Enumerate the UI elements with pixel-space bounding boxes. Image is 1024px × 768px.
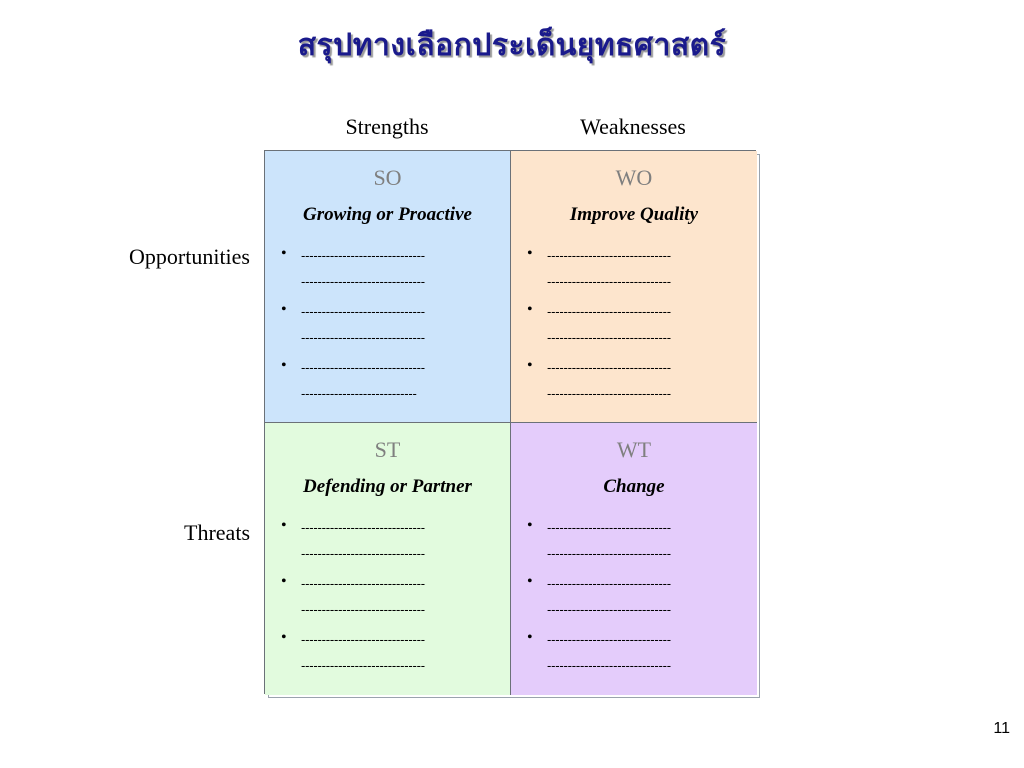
list-item: • ------------------------------ ---------… [265, 571, 510, 623]
placeholder-line: ------------------------------ [547, 248, 671, 263]
column-header-weaknesses: Weaknesses [580, 114, 686, 139]
list-item: • ------------------------------ ---------… [511, 515, 757, 567]
placeholder-line: ------------------------------ [547, 602, 671, 617]
bullet-list: • ------------------------------ ---------… [511, 515, 757, 679]
column-header-strengths: Strengths [345, 114, 429, 139]
bullet-icon: • [527, 245, 533, 262]
placeholder-line: ------------------------------ [547, 658, 671, 673]
bullet-icon: • [527, 573, 533, 590]
placeholder-line: ---------------------------- [301, 386, 417, 401]
list-item: • ------------------------------ ---------… [265, 243, 510, 295]
placeholder-line: ------------------------------ [301, 248, 425, 263]
placeholder-line: ------------------------------ [547, 304, 671, 319]
row-header-opportunities: Opportunities [129, 244, 250, 269]
bullet-icon: • [527, 517, 533, 534]
placeholder-line: ------------------------------ [301, 576, 425, 591]
placeholder-line: ------------------------------ [301, 632, 425, 647]
quadrant-so: SO Growing or Proactive • ---------------… [265, 151, 511, 423]
placeholder-line: ------------------------------ [301, 304, 425, 319]
bullet-list: •---------------------------------------… [265, 243, 510, 407]
list-item: • ------------------------------ ---------… [265, 299, 510, 351]
list-item: • ------------------------------ ---------… [511, 571, 757, 623]
placeholder-line: ------------------------------ [547, 576, 671, 591]
bullet-icon: • [281, 357, 287, 374]
bullet-icon: • [281, 301, 287, 318]
quadrant-strategy: Improve Quality [569, 204, 699, 225]
bullet-list: • ------------------------------ ---------… [265, 515, 510, 679]
placeholder-line: ------------------------------ [301, 330, 425, 345]
bullet-icon: • [281, 573, 287, 590]
slide-title: สรุปทางเลือกประเด็นยุทธศาสตร์ [297, 28, 727, 63]
page-number: 11 [993, 720, 1010, 737]
quadrant-strategy: Change [603, 476, 665, 497]
quadrant-code: WO [615, 165, 653, 190]
quadrant-wt: WT Change • -----------------------------… [511, 423, 757, 695]
list-item: • ------------------------------ ---------… [265, 515, 510, 567]
list-item: • ------------------------------ ---------… [265, 627, 510, 679]
bullet-icon: • [281, 245, 287, 262]
placeholder-line: ------------------------------ [301, 546, 425, 561]
list-item: • ------------------------------ ---------… [511, 243, 757, 295]
quadrant-code: SO [373, 165, 402, 190]
quadrant-strategy: Defending or Partner [303, 476, 472, 497]
placeholder-line: ------------------------------ [547, 330, 671, 345]
placeholder-line: ------------------------------ [547, 360, 671, 375]
list-item: • ------------------------------ ---------… [511, 627, 757, 679]
bullet-icon: • [527, 357, 533, 374]
placeholder-line: ------------------------------ [301, 360, 425, 375]
bullet-list: • ------------------------------ ---------… [511, 243, 757, 407]
placeholder-line: ------------------------------ [301, 658, 425, 673]
placeholder-line: ------------------------------ [301, 520, 425, 535]
bullet-icon: • [527, 301, 533, 318]
bullet-icon: • [281, 629, 287, 646]
placeholder-line: ------------------------------ [547, 520, 671, 535]
bullet-icon: • [527, 629, 533, 646]
list-item: •---------------------------------------… [265, 355, 510, 407]
quadrant-st: ST Defending or Partner • ---------------… [265, 423, 511, 695]
quadrant-code: WT [616, 437, 652, 462]
placeholder-line: ------------------------------ [547, 274, 671, 289]
bullet-icon: • [281, 517, 287, 534]
placeholder-line: ------------------------------ [547, 632, 671, 647]
placeholder-line: ------------------------------ [547, 386, 671, 401]
quadrant-strategy: Growing or Proactive [303, 204, 472, 225]
placeholder-line: ------------------------------ [301, 602, 425, 617]
placeholder-line: ------------------------------ [547, 546, 671, 561]
row-header-threats: Threats [184, 520, 250, 545]
quadrant-wo: WO Improve Quality • --------------------… [511, 151, 757, 423]
placeholder-line: ------------------------------ [301, 274, 425, 289]
tows-matrix: SO Growing or Proactive • ---------------… [264, 150, 757, 695]
quadrant-code: ST [374, 437, 401, 462]
list-item: • ------------------------------ ---------… [511, 355, 757, 407]
list-item: • ------------------------------ ---------… [511, 299, 757, 351]
